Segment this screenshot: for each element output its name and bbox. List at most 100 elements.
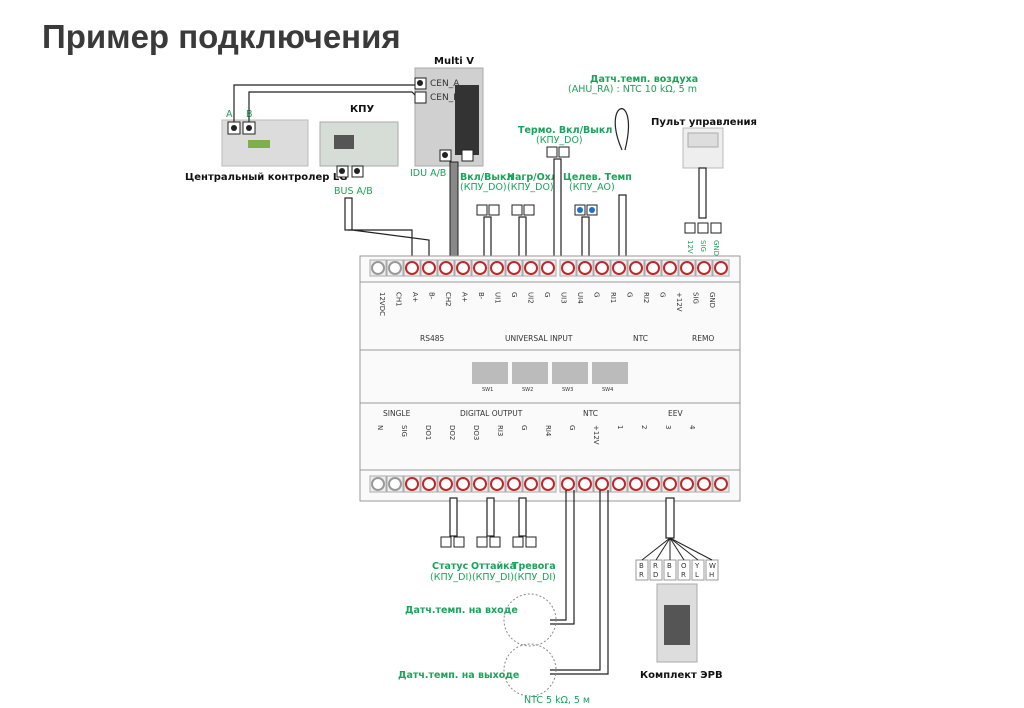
bottom-pin-label: DO1	[424, 425, 432, 440]
terminal-screw	[371, 477, 385, 491]
section-ntc-bottom: NTC	[583, 409, 598, 418]
erv-pin-label: L	[667, 571, 671, 579]
bus-ab-label: BUS A/B	[334, 186, 373, 197]
terminal-screw	[646, 477, 660, 491]
erv-pin-label: R	[639, 571, 644, 579]
alarm-label: Тревога	[512, 561, 556, 572]
status-label: Статус	[432, 561, 468, 572]
dip-switch[interactable]	[472, 362, 508, 384]
dip-switch[interactable]	[512, 362, 548, 384]
terminal-screw	[456, 477, 470, 491]
top-pin-label: A+	[461, 292, 469, 303]
terminal-screw	[439, 261, 453, 275]
air-sensor-spec: (AHU_RA) : NTC 10 kΩ, 5 m	[568, 84, 697, 95]
terminal-screw	[663, 261, 677, 275]
top-pin-label: G	[626, 292, 634, 297]
dip-label: SW2	[522, 387, 533, 393]
terminal-screw	[612, 261, 626, 275]
bottom-pin-label: 4	[688, 425, 696, 430]
remote-pin-sig: SIG	[699, 240, 707, 252]
terminal-screw	[388, 477, 402, 491]
central-controller: A B Центральный контролер LG	[185, 109, 347, 183]
terminal-screw	[490, 477, 504, 491]
terminal-screw	[490, 261, 504, 275]
target-temp-sub: (КПУ_AO)	[569, 182, 615, 193]
top-connectors	[476, 108, 630, 263]
section-eev: EEV	[668, 409, 683, 418]
top-pin-label: UI2	[527, 292, 535, 304]
top-pin-label: UI4	[576, 292, 584, 304]
top-pin-label: B-	[477, 292, 485, 300]
onoff-label: Вкл/Выкл	[460, 172, 513, 183]
erv-pin-label: H	[709, 571, 714, 579]
top-pin-label: UI3	[560, 292, 568, 304]
erv-pin-label: W	[709, 562, 716, 570]
page-title: Пример подключения	[42, 18, 401, 55]
dip-switch[interactable]	[552, 362, 588, 384]
dip-switch[interactable]	[592, 362, 628, 384]
thermo-label: Термо. Вкл/Выкл	[518, 125, 612, 136]
bottom-pin-label: 3	[664, 425, 672, 429]
remote-pin-12v: 12V	[686, 240, 694, 254]
section-remo: REMO	[692, 334, 714, 343]
bottom-pin-label: RI4	[544, 425, 552, 437]
top-pin-label: +12V	[675, 292, 683, 312]
bottom-pin-label: 1	[616, 425, 624, 429]
top-pin-label: SIG	[692, 292, 700, 304]
heatcool-label: Нагр/Охл	[507, 172, 558, 183]
terminal-screw	[507, 261, 521, 275]
terminal-screw	[697, 261, 711, 275]
section-rs485: RS485	[420, 334, 445, 343]
central-controller-label: Центральный контролер LG	[185, 172, 347, 183]
terminal-screw	[578, 477, 592, 491]
top-pin-label: RI1	[609, 292, 617, 303]
top-pin-label: A+	[411, 292, 419, 303]
section-single: SINGLE	[383, 409, 411, 418]
air-sensor-label: Датч.темп. воздуха	[590, 74, 698, 85]
terminal-screw	[612, 477, 626, 491]
inlet-sensor-label: Датч.темп. на входе	[405, 605, 518, 616]
top-pin-label: G	[659, 292, 667, 297]
top-pin-label: B-	[428, 292, 436, 300]
terminal-screw	[507, 477, 521, 491]
terminal-screw	[714, 261, 728, 275]
remote-controller: Пульт управления 12V SIG GND	[651, 117, 757, 256]
terminal-screw	[714, 477, 728, 491]
terminal-screw	[578, 261, 592, 275]
bottom-pin-label: +12V	[592, 425, 600, 445]
top-pin-label: CH1	[395, 292, 403, 307]
top-pin-label: 12VDC	[378, 292, 386, 316]
terminal-screw	[439, 477, 453, 491]
dip-label: SW3	[562, 387, 573, 393]
target-temp-label: Целев. Темп	[563, 172, 632, 183]
cen-b-label: CEN_B	[430, 93, 459, 103]
terminal-screw	[629, 477, 643, 491]
section-universal-input: UNIVERSAL INPUT	[505, 334, 573, 343]
outlet-sensor-label: Датч.темп. на выходе	[398, 670, 519, 681]
terminal-screw	[473, 261, 487, 275]
terminal-screw	[595, 477, 609, 491]
terminal-screw	[405, 477, 419, 491]
terminal-screw	[422, 477, 436, 491]
erv-kit-label: Комплект ЭРВ	[640, 670, 723, 681]
terminal-screw	[629, 261, 643, 275]
terminal-screw	[561, 261, 575, 275]
terminal-screw	[561, 477, 575, 491]
erv-pin-label: B	[639, 562, 644, 570]
remote-label: Пульт управления	[651, 117, 757, 128]
erv-pin-label: D	[653, 571, 658, 579]
multi-v-label: Multi V	[434, 56, 474, 67]
terminal-screw	[405, 261, 419, 275]
di-sub-label: (КПУ_DI)(КПУ_DI)(КПУ_DI)	[430, 572, 556, 583]
bottom-pin-label: DO3	[472, 425, 480, 440]
bottom-pin-label: G	[520, 425, 528, 430]
section-digital-output: DIGITAL OUTPUT	[460, 409, 523, 418]
ntc-spec-label: NTC 5 kΩ, 5 м	[524, 695, 590, 706]
bottom-pin-label: G	[568, 425, 576, 430]
terminal-screw	[541, 261, 555, 275]
di-connectors	[440, 536, 537, 548]
erv-pin-label: L	[695, 571, 699, 579]
